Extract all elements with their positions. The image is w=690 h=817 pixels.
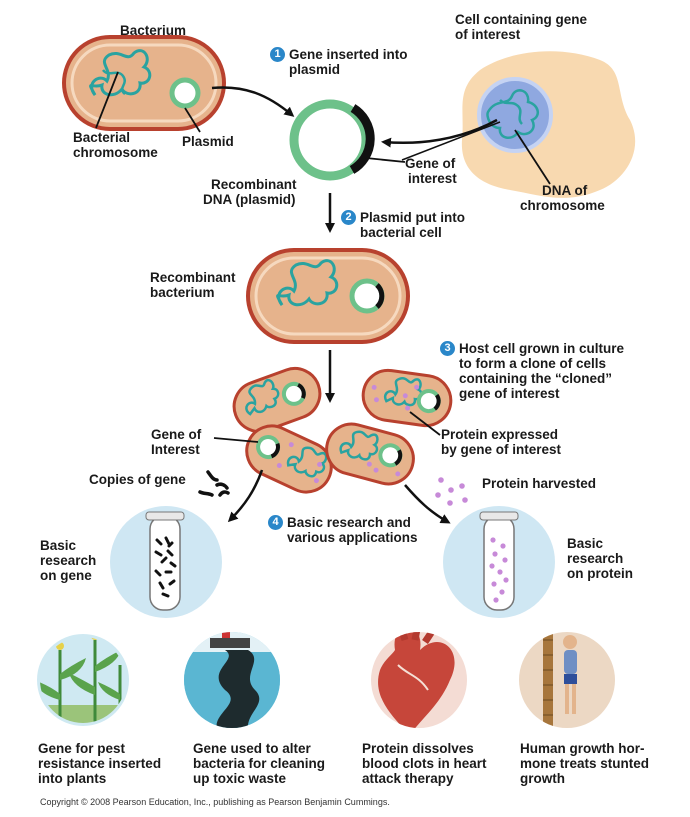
step-1-badge: 1 bbox=[270, 47, 285, 62]
recombinant-bacterium bbox=[246, 248, 410, 344]
heart-circle bbox=[371, 632, 467, 728]
step-3-badge: 3 bbox=[440, 341, 455, 356]
step-2-badge: 2 bbox=[341, 210, 356, 225]
clone-bacterium-3 bbox=[245, 424, 333, 494]
gene-copies bbox=[198, 470, 230, 497]
basic-research-protein-circle bbox=[443, 506, 555, 618]
step-4-badge: 4 bbox=[268, 515, 283, 530]
copyright: Copyright © 2008 Pearson Education, Inc.… bbox=[40, 797, 390, 807]
plasmid-label: Plasmid bbox=[182, 134, 234, 149]
clone-bacterium-4 bbox=[325, 422, 415, 486]
donor-cell bbox=[461, 51, 636, 198]
harvested-proteins bbox=[435, 477, 468, 506]
bacterium bbox=[62, 35, 226, 131]
recombinant-plasmid bbox=[289, 99, 375, 181]
corn-plants-circle bbox=[37, 634, 129, 726]
bacterium-label: Bacterium bbox=[120, 23, 187, 38]
growth-child-circle bbox=[519, 632, 615, 728]
basic-research-gene-circle bbox=[110, 506, 222, 618]
clone-bacterium-2 bbox=[361, 368, 453, 428]
plasmid-small bbox=[169, 77, 201, 109]
copies-of-gene-label: Copies of gene bbox=[89, 472, 186, 487]
nucleus bbox=[477, 77, 553, 153]
bacterial-chromosome bbox=[89, 49, 152, 97]
protein-harvested-label: Protein harvested bbox=[482, 476, 597, 491]
oil-spill-circle bbox=[184, 632, 280, 728]
clone-bacterium-1 bbox=[232, 367, 322, 433]
dna-strands bbox=[486, 89, 540, 140]
